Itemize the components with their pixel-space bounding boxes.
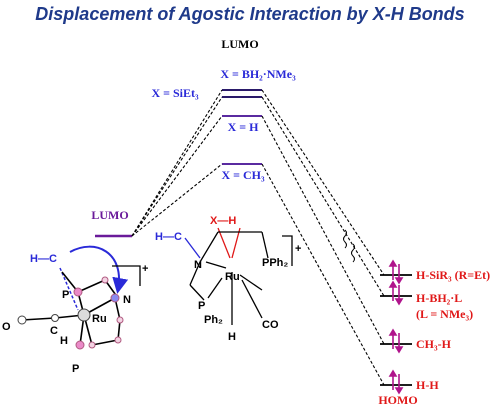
- label-x-bh2: X = BH₂·NMe₃: [220, 67, 296, 81]
- electron-pair-sir3: [388, 259, 404, 285]
- left-o: O: [2, 321, 11, 333]
- dashed-lines-left: [131, 89, 223, 237]
- left-p-top: P: [62, 289, 69, 301]
- mid-ph2: Ph₂: [204, 314, 223, 326]
- mid-pph2: PPh₂: [262, 257, 288, 269]
- left-h: H: [60, 335, 68, 347]
- left-hc-label: H—C: [30, 253, 57, 265]
- lumo-left-label: LUMO: [91, 208, 128, 222]
- electron-pair-ch3h: [388, 328, 404, 354]
- homo-label: HOMO: [378, 393, 417, 407]
- label-ch3h: CH₃-H: [416, 337, 452, 351]
- electron-pair-bh2l: [388, 280, 404, 306]
- right-levels: [380, 274, 412, 386]
- label-bh2l: H-BH₂·L: [416, 291, 462, 305]
- mid-n: N: [194, 259, 202, 271]
- electron-pairs: [388, 259, 404, 395]
- diagram-title: Displacement of Agostic Interaction by X…: [35, 4, 464, 24]
- middle-complex: X—H H—C N Ru PPh₂ P Ph₂ H CO: [155, 215, 301, 343]
- label-x-h: X = H: [228, 120, 260, 134]
- left-ru: Ru: [92, 313, 107, 325]
- label-sir3: H-SiR₃ (R=Et): [416, 268, 490, 282]
- electron-pair-hh: [388, 369, 404, 395]
- label-hh: H-H: [416, 378, 439, 392]
- mid-h: H: [228, 331, 236, 343]
- break-marks: [343, 229, 355, 263]
- left-p-bottom: P: [72, 363, 79, 375]
- agostic-arrow: [69, 245, 129, 294]
- mid-co: CO: [262, 319, 279, 331]
- left-n: N: [123, 294, 131, 306]
- mid-bonds: [184, 227, 269, 325]
- dashed-lines-right: [261, 89, 385, 386]
- left-atoms: [17, 276, 124, 350]
- mid-x-h: X—H: [210, 215, 236, 227]
- left-c: C: [50, 325, 58, 337]
- lumo-top-label: LUMO: [221, 37, 258, 51]
- center-levels: [222, 89, 262, 165]
- left-complex: H—C: [2, 245, 148, 375]
- mid-p: P: [198, 300, 205, 312]
- label-x-siet3: X = SiEt₃: [151, 86, 199, 100]
- label-bh2l-note: (L = NMe₃): [416, 307, 473, 321]
- mid-charge: +: [295, 243, 301, 255]
- mid-ru: Ru: [225, 271, 240, 283]
- label-x-ch3: X = CH₃: [221, 168, 265, 182]
- left-charge: +: [142, 263, 148, 275]
- mid-hc: H—C: [155, 231, 182, 243]
